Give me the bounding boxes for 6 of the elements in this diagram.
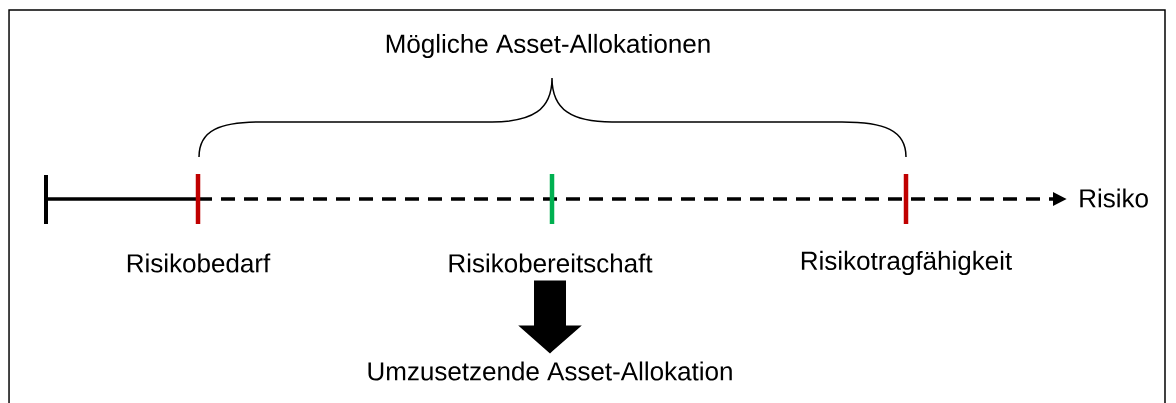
text-label: Risikobereitschaft xyxy=(449,253,653,273)
axis-label: Risiko xyxy=(1080,188,1148,208)
text-label: Umzusetzende Asset-Allokation xyxy=(368,361,732,381)
tick-label: Risikobedarf xyxy=(127,253,271,273)
tick-label: Risikotragfähigkeit xyxy=(801,250,1012,276)
brace-label: Mögliche Asset-Allokationen xyxy=(386,33,710,59)
